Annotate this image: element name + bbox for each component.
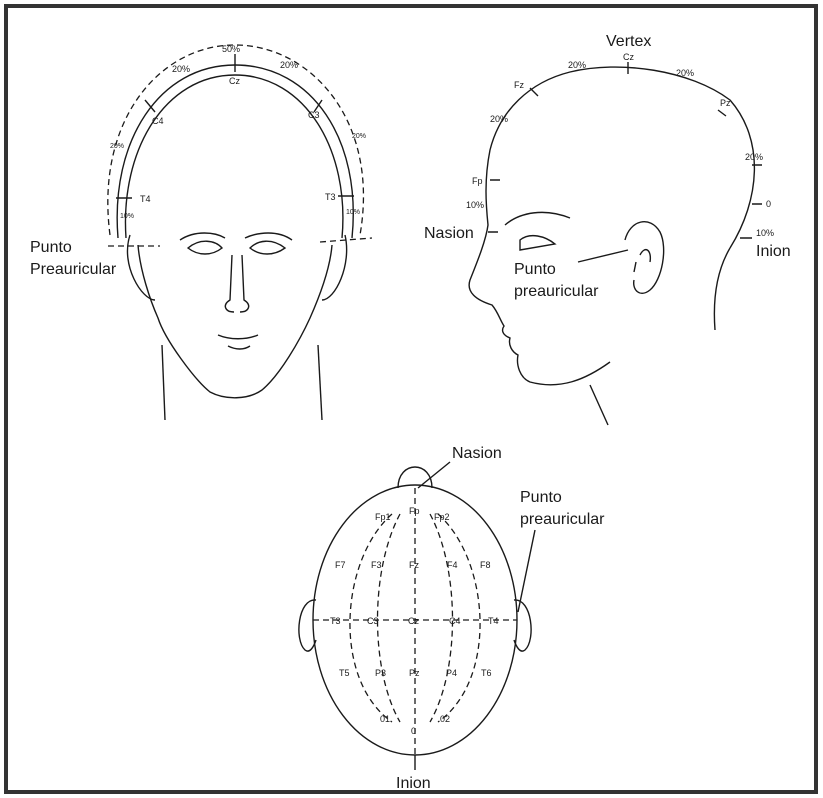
top-nasion-label: Nasion bbox=[452, 445, 502, 462]
front-pct-low-left: 10% bbox=[120, 213, 134, 220]
side-pct-10a: 10% bbox=[466, 200, 484, 210]
side-ear-inner bbox=[634, 250, 650, 272]
electrode-t3: T3 bbox=[330, 616, 341, 626]
front-head-outline-outer bbox=[117, 65, 353, 238]
side-preauricular-label-2: preauricular bbox=[514, 283, 599, 300]
electrode-fz: Fz bbox=[409, 560, 419, 570]
front-label-t3: T3 bbox=[325, 192, 336, 202]
front-preauricular-label-1: Punto bbox=[30, 239, 72, 256]
front-label-c4: C4 bbox=[152, 116, 164, 126]
electrode-c3: C3 bbox=[367, 616, 379, 626]
electrode-p4: P4 bbox=[446, 668, 457, 678]
front-nose bbox=[225, 255, 248, 312]
side-eye bbox=[520, 236, 555, 250]
electrode-f3: F3 bbox=[371, 560, 382, 570]
side-label-fz: Fz bbox=[514, 80, 524, 90]
front-pct-side-right: 20% bbox=[352, 133, 366, 140]
side-pct-20d: 20% bbox=[745, 152, 763, 162]
side-label-fp: Fp bbox=[472, 176, 483, 186]
side-pct-20b: 20% bbox=[676, 68, 694, 78]
electrode-fp: Fp bbox=[409, 506, 420, 516]
side-preauricular-pointer bbox=[578, 250, 628, 262]
top-arc-left-inner bbox=[378, 514, 401, 722]
top-preauricular-label-1: Punto bbox=[520, 489, 562, 506]
side-brow bbox=[505, 212, 570, 225]
top-inion-label: Inion bbox=[396, 775, 431, 792]
electrode-f8: F8 bbox=[480, 560, 491, 570]
electrode-c4: C4 bbox=[449, 616, 461, 626]
front-neck-right bbox=[318, 345, 322, 420]
side-label-zero: 0 bbox=[766, 199, 771, 209]
side-label-pz: Pz bbox=[720, 98, 731, 108]
front-pct-top: 50% bbox=[222, 44, 240, 54]
front-view: 50% 20% 20% Cz C4 C3 20% 20% T4 T3 10% 1… bbox=[30, 44, 372, 420]
electrode-fp1: Fp1 bbox=[375, 512, 391, 522]
front-mouth bbox=[218, 335, 258, 349]
electrode-fp2: Fp2 bbox=[434, 512, 450, 522]
front-eyebrow-left bbox=[180, 233, 225, 240]
electrode-zero: 0 bbox=[411, 726, 416, 736]
side-head-profile bbox=[469, 67, 754, 385]
electrode-pz: Pz bbox=[409, 668, 420, 678]
electrode-o2: 02 bbox=[440, 714, 450, 724]
side-inion-label: Inion bbox=[756, 243, 791, 260]
side-preauricular-label-1: Punto bbox=[514, 261, 556, 278]
front-pct-left: 20% bbox=[172, 64, 190, 74]
front-preauricular-label-2: Preauricular bbox=[30, 261, 117, 278]
electrode-t4: T4 bbox=[488, 616, 499, 626]
electrode-o1: 01 bbox=[380, 714, 390, 724]
top-view: Nasion Punto preauricular Inion Fp Fp1 F… bbox=[299, 445, 605, 792]
side-label-cz: Cz bbox=[623, 52, 634, 62]
side-neck bbox=[590, 385, 608, 425]
electrode-t6: T6 bbox=[481, 668, 492, 678]
electrode-f4: F4 bbox=[447, 560, 458, 570]
side-ticks bbox=[488, 62, 762, 238]
front-label-c3: C3 bbox=[308, 110, 320, 120]
electrode-t5: T5 bbox=[339, 668, 350, 678]
electrode-p3: P3 bbox=[375, 668, 386, 678]
front-eyebrow-right bbox=[245, 233, 292, 240]
front-pct-side-left: 20% bbox=[110, 143, 124, 150]
front-face bbox=[138, 245, 332, 398]
side-vertex-label: Vertex bbox=[606, 33, 651, 50]
front-label-cz: Cz bbox=[229, 76, 240, 86]
side-pct-20c: 20% bbox=[490, 114, 508, 124]
side-pct-10b: 10% bbox=[756, 228, 774, 238]
top-nasion-pointer bbox=[418, 462, 450, 488]
side-ear bbox=[625, 222, 664, 294]
electrode-f7: F7 bbox=[335, 560, 346, 570]
front-neck-left bbox=[162, 345, 165, 420]
top-preauricular-pointer bbox=[518, 530, 535, 612]
side-back-of-head bbox=[714, 248, 730, 330]
front-pct-low-right: 10% bbox=[346, 209, 360, 216]
front-dashed-outline bbox=[108, 45, 364, 235]
top-preauricular-label-2: preauricular bbox=[520, 511, 605, 528]
side-nasion-label: Nasion bbox=[424, 225, 474, 242]
front-eye-left bbox=[188, 241, 222, 254]
front-eye-right bbox=[250, 241, 285, 254]
front-label-t4: T4 bbox=[140, 194, 151, 204]
electrode-cz: Cz bbox=[408, 616, 419, 626]
side-view: Vertex Cz 20% 20% Fz Pz 20% 20% Fp 10% 0… bbox=[424, 33, 791, 425]
front-pct-right: 20% bbox=[280, 60, 298, 70]
front-ear-right bbox=[322, 235, 347, 300]
side-pct-20a: 20% bbox=[568, 60, 586, 70]
